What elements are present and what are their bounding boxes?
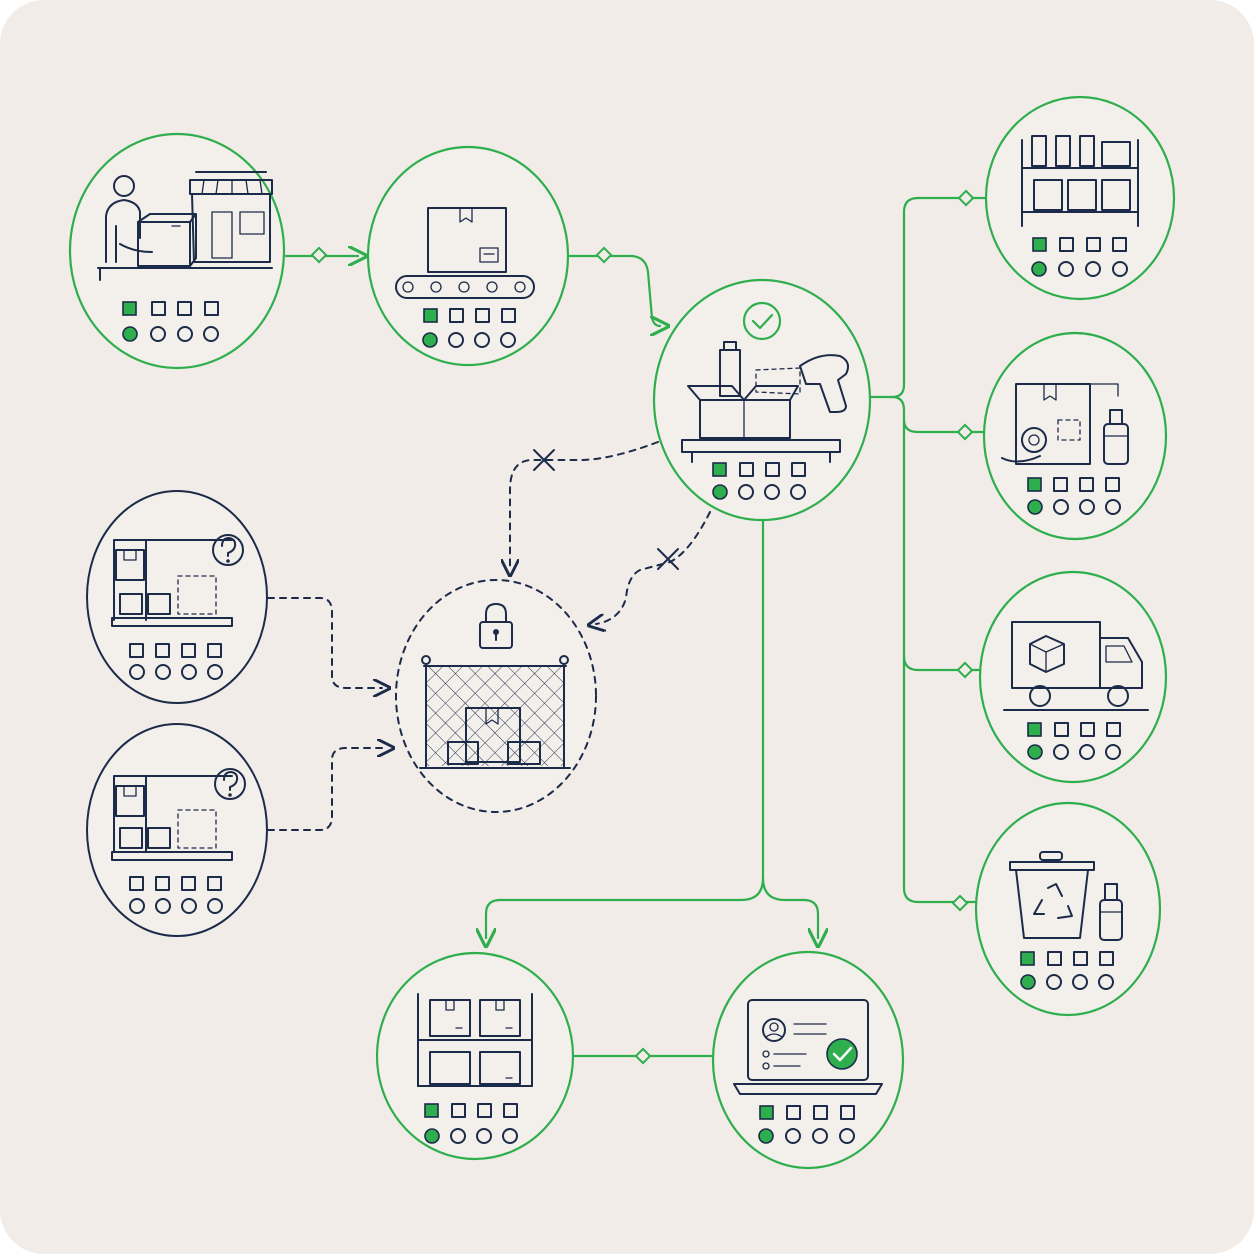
recycle-icon <box>1033 883 1073 919</box>
person-box-storefront-icon <box>97 171 273 281</box>
step-indicator <box>712 462 806 500</box>
warehouse-rack-icon <box>417 993 533 1087</box>
delivery-truck-icon <box>1003 621 1149 711</box>
connector-inspection-to-system <box>761 876 818 938</box>
node-system-record[interactable] <box>711 950 905 1170</box>
node-retail-return-counter[interactable] <box>68 132 286 370</box>
diamond-marker <box>956 661 974 679</box>
diamond-marker <box>310 246 328 264</box>
lock-icon <box>479 603 513 649</box>
shelf-question-icon <box>111 768 246 861</box>
check-badge-icon <box>742 301 782 341</box>
box-tape-bottle-icon <box>1001 383 1129 465</box>
step-indicator <box>1027 477 1121 515</box>
question-icon <box>212 534 244 566</box>
node-unknown-item-b[interactable] <box>86 723 268 937</box>
step-indicator <box>422 308 516 348</box>
diamond-marker <box>951 894 969 912</box>
node-restock-shelf[interactable] <box>984 95 1176 301</box>
diamond-marker <box>634 1047 652 1065</box>
node-repackage[interactable] <box>982 331 1168 541</box>
connectors <box>267 189 988 1065</box>
node-conveyor-intake[interactable] <box>366 145 570 367</box>
step-indicator <box>122 301 219 342</box>
connector-inspection-to-quarantine-b <box>596 511 711 624</box>
locked-cage-icon <box>419 655 571 769</box>
connector-inspection-to-recycle <box>902 654 978 904</box>
diamond-marker <box>595 246 613 264</box>
open-box-scanner-icon <box>681 341 849 463</box>
connector-inspection-to-quarantine-a <box>510 441 659 568</box>
step-indicator <box>1027 722 1121 760</box>
step-indicator <box>424 1103 518 1144</box>
shelf-question-icon <box>111 534 244 627</box>
step-indicator <box>758 1105 855 1144</box>
node-inspection-scan[interactable] <box>652 278 872 522</box>
node-warehouse-storage[interactable] <box>375 951 575 1161</box>
diamond-marker <box>957 189 975 207</box>
step-indicator <box>129 643 223 680</box>
diamond-marker <box>956 423 974 441</box>
box-conveyor-icon <box>395 207 535 299</box>
check-icon <box>826 1038 858 1070</box>
step-indicator <box>1020 951 1114 990</box>
step-indicator <box>1031 237 1128 277</box>
connector-conveyor-to-inspection <box>568 254 660 326</box>
blocked-x-marker <box>533 449 555 471</box>
connector-unknown-b-to-quarantine <box>267 748 386 831</box>
laptop-profile-check-icon <box>733 999 883 1095</box>
connector-inspection-to-warehouse <box>486 518 765 938</box>
connector-inspection-to-restock <box>868 196 988 399</box>
question-icon <box>214 768 246 800</box>
node-ship-out[interactable] <box>978 570 1168 784</box>
node-quarantine-cage[interactable] <box>395 579 597 813</box>
node-unknown-item-a[interactable] <box>86 490 268 704</box>
blocked-x-marker <box>657 548 679 570</box>
node-recycle[interactable] <box>974 801 1162 1017</box>
step-indicator <box>129 876 223 914</box>
recycle-bin-bottle-icon <box>1009 851 1123 941</box>
shelf-bottles-boxes-icon <box>1021 135 1139 227</box>
